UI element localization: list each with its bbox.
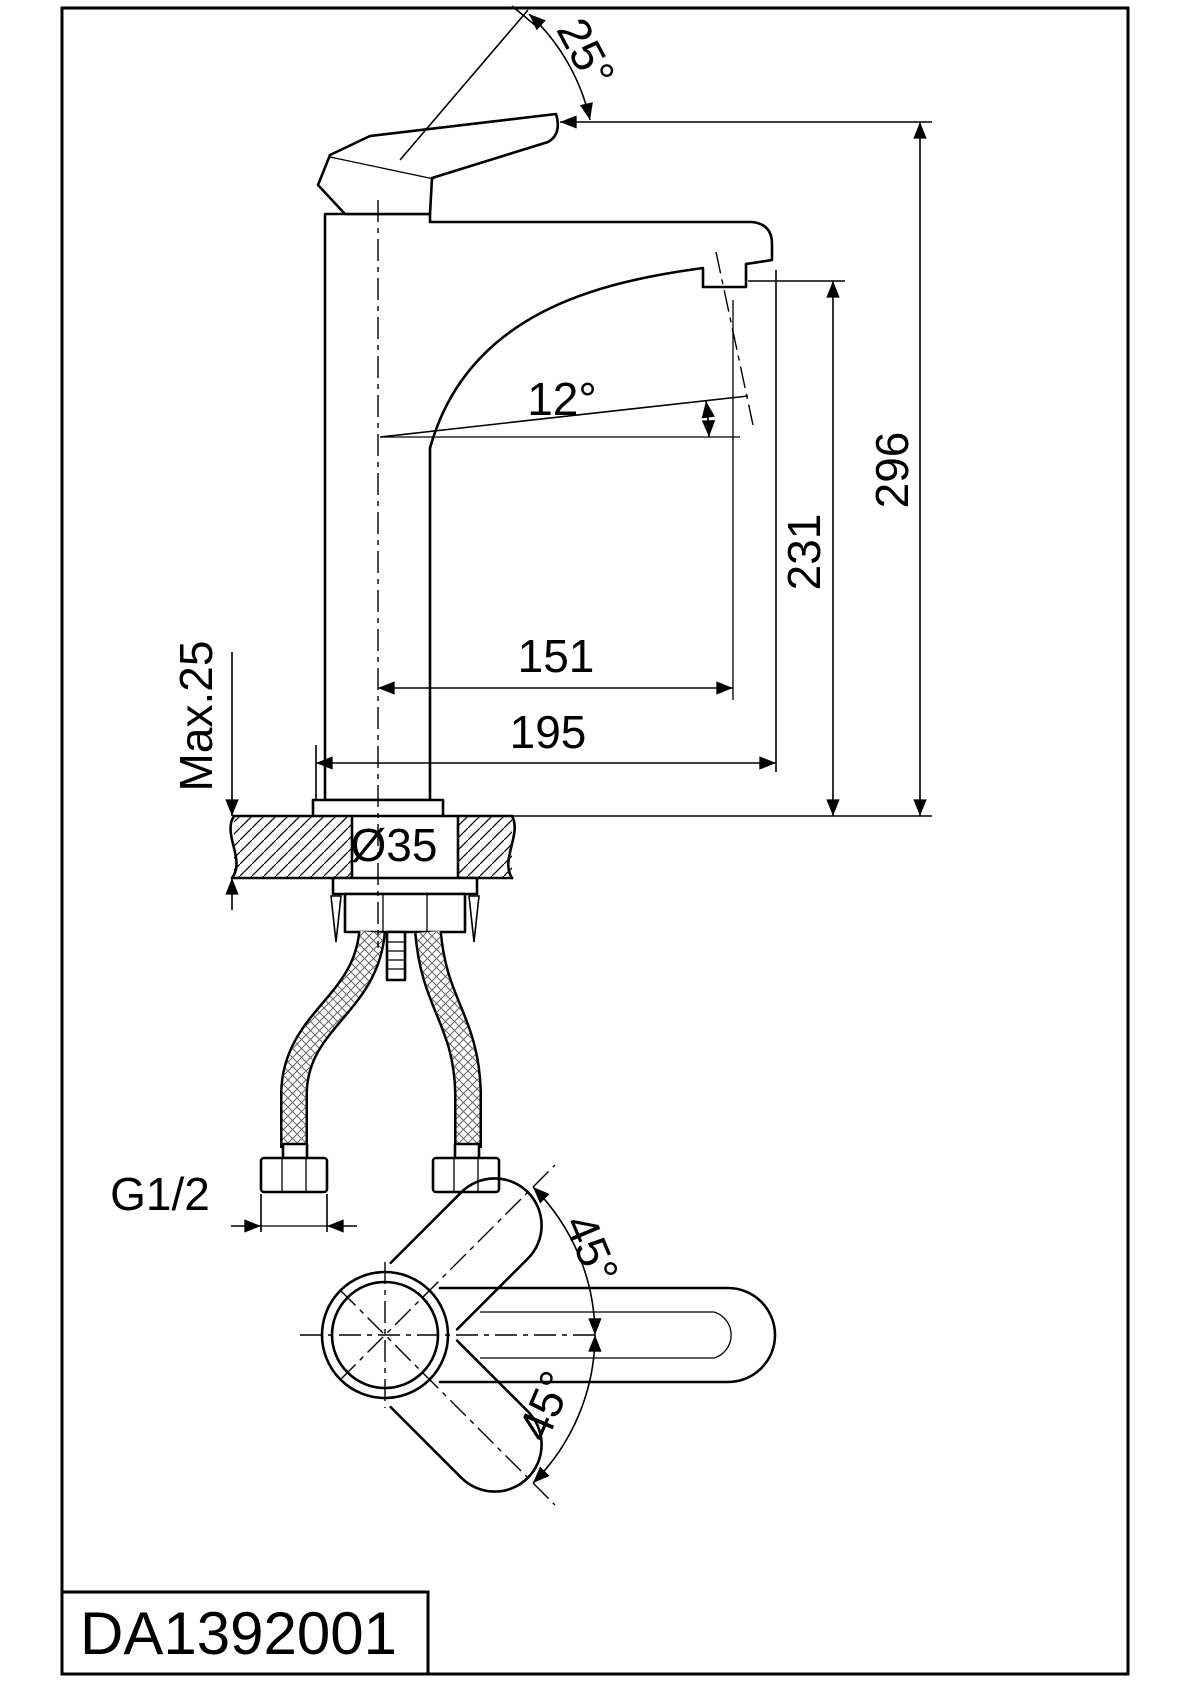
threaded-stud bbox=[385, 930, 407, 982]
side-view-dimensions: 25° 296 231 12° 151 195 Max.25 Ø35 bbox=[110, 5, 932, 1233]
handle-top-view: 45° 45° bbox=[300, 1164, 777, 1506]
dim-swing-up: 45° bbox=[554, 1207, 629, 1291]
dim-reach-center: 151 bbox=[518, 630, 595, 682]
model-number: DA1392001 bbox=[80, 1600, 397, 1667]
dim-max-deck-thickness: Max.25 bbox=[170, 641, 222, 792]
dim-hole-diameter: Ø35 bbox=[351, 819, 438, 871]
dim-swing-down: 45° bbox=[508, 1364, 583, 1448]
title-block bbox=[60, 1590, 430, 1676]
faucet-handle bbox=[316, 112, 560, 216]
mounting-washer bbox=[331, 876, 479, 896]
hose-right bbox=[414, 930, 482, 1148]
dim-hose-thread: G1/2 bbox=[110, 1168, 210, 1220]
dim-handle-angle: 25° bbox=[547, 10, 626, 96]
dim-overall-reach: 195 bbox=[510, 706, 587, 758]
dim-outlet-height: 231 bbox=[778, 514, 830, 591]
mounting-deck bbox=[229, 814, 516, 880]
supply-hoses bbox=[259, 930, 501, 1194]
dim-overall-height: 296 bbox=[866, 432, 918, 509]
hose-left bbox=[280, 930, 386, 1148]
hose-fitting-right bbox=[431, 1142, 501, 1194]
hose-fitting-left bbox=[259, 1142, 329, 1194]
drawing-border bbox=[60, 6, 1130, 1676]
handle-cap-outer bbox=[320, 1270, 450, 1400]
faucet-side-view bbox=[311, 112, 774, 818]
dim-spout-angle: 12° bbox=[527, 373, 597, 425]
mounting-stud-right bbox=[468, 895, 480, 943]
mounting-nut bbox=[343, 892, 467, 934]
mounting-hardware bbox=[330, 876, 480, 982]
handle-cap-inner bbox=[330, 1280, 440, 1390]
faucet-body-spout bbox=[323, 212, 774, 802]
mounting-stud-left bbox=[330, 895, 342, 943]
handle-position-center bbox=[438, 1286, 777, 1384]
sheet-frame: DA1392001 bbox=[60, 6, 1130, 1676]
